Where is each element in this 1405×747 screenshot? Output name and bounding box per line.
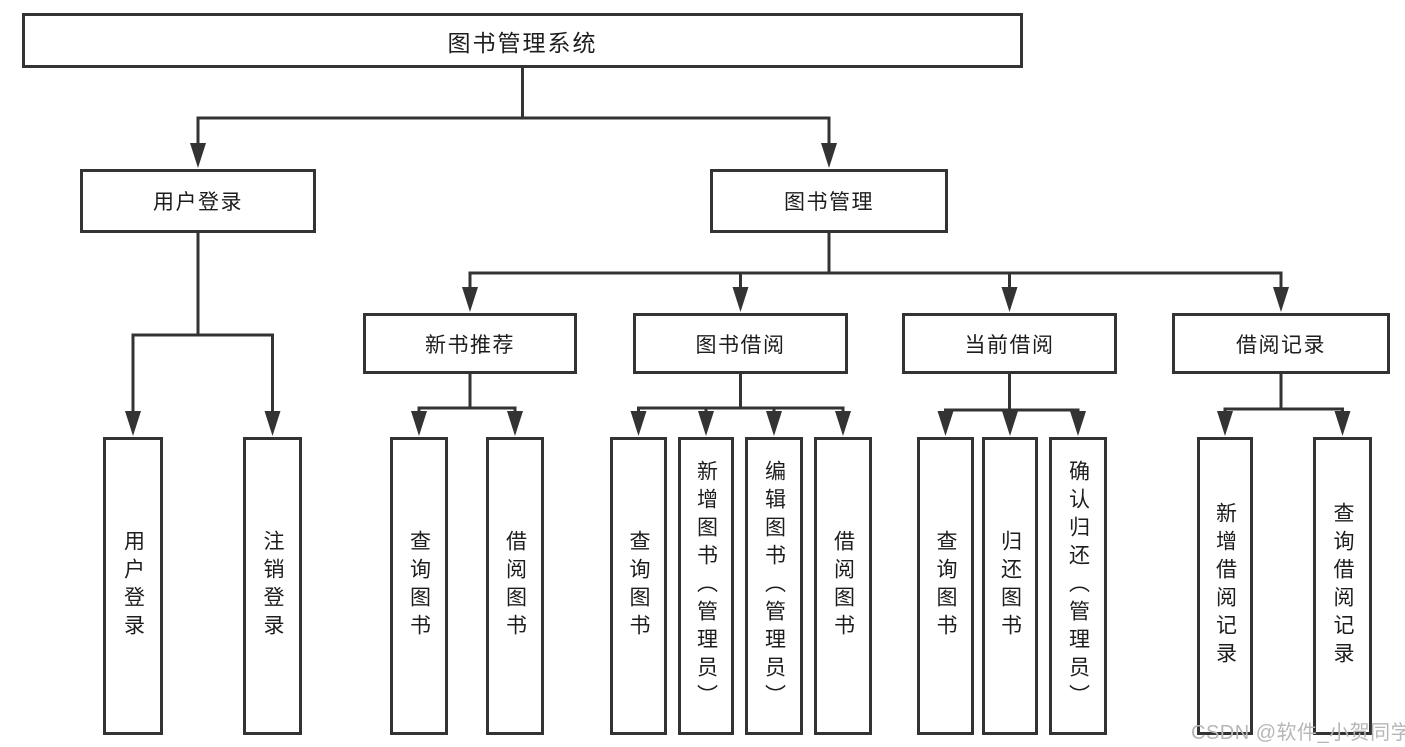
node-label-leaf-cb-confirm: 确认归还（管理员）: [1066, 460, 1090, 712]
node-leaf-cb-return: 归还图书: [982, 437, 1038, 735]
arrowhead-icon: [462, 287, 478, 312]
node-new-book-rec: 新书推荐: [363, 313, 577, 374]
arrowhead-icon: [1273, 287, 1289, 312]
node-label-leaf-nb-query: 查询图书: [407, 530, 431, 642]
arrowhead-icon: [190, 143, 206, 168]
node-leaf-nb-borrow: 借阅图书: [486, 437, 544, 735]
node-leaf-logout: 注销登录: [243, 437, 302, 735]
arrowhead-icon: [1001, 287, 1018, 312]
arrowhead-icon: [630, 411, 647, 436]
node-user-login: 用户登录: [80, 169, 316, 233]
node-label-leaf-user-login: 用户登录: [121, 530, 145, 642]
node-label-book-borrow: 图书借阅: [695, 333, 786, 357]
arrowhead-icon: [1070, 411, 1086, 436]
arrowhead-icon: [507, 411, 523, 436]
node-label-leaf-bb-borrow: 借阅图书: [831, 530, 855, 642]
node-book-mgmt: 图书管理: [710, 169, 948, 233]
node-leaf-cb-confirm: 确认归还（管理员）: [1049, 437, 1107, 735]
node-current-borrow: 当前借阅: [902, 313, 1117, 374]
node-leaf-nb-query: 查询图书: [390, 437, 448, 735]
node-label-leaf-bb-query: 查询图书: [627, 530, 650, 642]
arrowhead-icon: [732, 287, 749, 312]
watermark: CSDN @软件_小贺同学: [1191, 722, 1405, 744]
node-leaf-user-login: 用户登录: [103, 437, 163, 735]
arrowhead-icon: [821, 143, 837, 168]
node-label-current-borrow: 当前借阅: [964, 333, 1055, 357]
node-leaf-bb-add: 新增图书（管理员）: [678, 437, 734, 735]
node-borrow-record: 借阅记录: [1172, 313, 1390, 374]
arrowhead-icon: [125, 411, 141, 436]
arrowhead-icon: [698, 411, 714, 436]
node-label-leaf-br-query: 查询借阅记录: [1331, 502, 1354, 670]
node-leaf-bb-borrow: 借阅图书: [814, 437, 872, 735]
node-label-leaf-nb-borrow: 借阅图书: [503, 530, 527, 642]
node-leaf-bb-query: 查询图书: [610, 437, 667, 735]
node-label-leaf-logout: 注销登录: [261, 530, 284, 642]
node-label-leaf-cb-return: 归还图书: [998, 530, 1022, 642]
node-label-borrow-record: 借阅记录: [1236, 333, 1326, 357]
arrowhead-icon: [1002, 411, 1018, 436]
node-leaf-bb-edit: 编辑图书（管理员）: [745, 437, 803, 735]
node-label-root: 图书管理系统: [447, 29, 598, 56]
node-label-book-mgmt: 图书管理: [784, 191, 874, 214]
arrowhead-icon: [264, 411, 281, 436]
arrowhead-icon: [835, 411, 851, 436]
node-label-leaf-br-add: 新增借阅记录: [1213, 502, 1237, 670]
node-label-leaf-cb-query: 查询图书: [934, 530, 957, 642]
arrowhead-icon: [766, 411, 782, 436]
node-label-user-login: 用户登录: [153, 191, 243, 214]
arrowhead-icon: [411, 411, 427, 436]
node-book-borrow: 图书借阅: [633, 313, 848, 374]
node-label-leaf-bb-add: 新增图书（管理员）: [694, 460, 718, 712]
node-leaf-br-add: 新增借阅记录: [1197, 437, 1253, 735]
arrowhead-icon: [1217, 411, 1233, 436]
node-label-leaf-bb-edit: 编辑图书（管理员）: [762, 460, 786, 712]
node-root: 图书管理系统: [22, 13, 1023, 68]
node-leaf-br-query: 查询借阅记录: [1313, 437, 1372, 735]
arrowhead-icon: [937, 411, 954, 436]
node-label-new-book-rec: 新书推荐: [425, 333, 515, 357]
node-leaf-cb-query: 查询图书: [917, 437, 974, 735]
arrowhead-icon: [1334, 411, 1351, 436]
